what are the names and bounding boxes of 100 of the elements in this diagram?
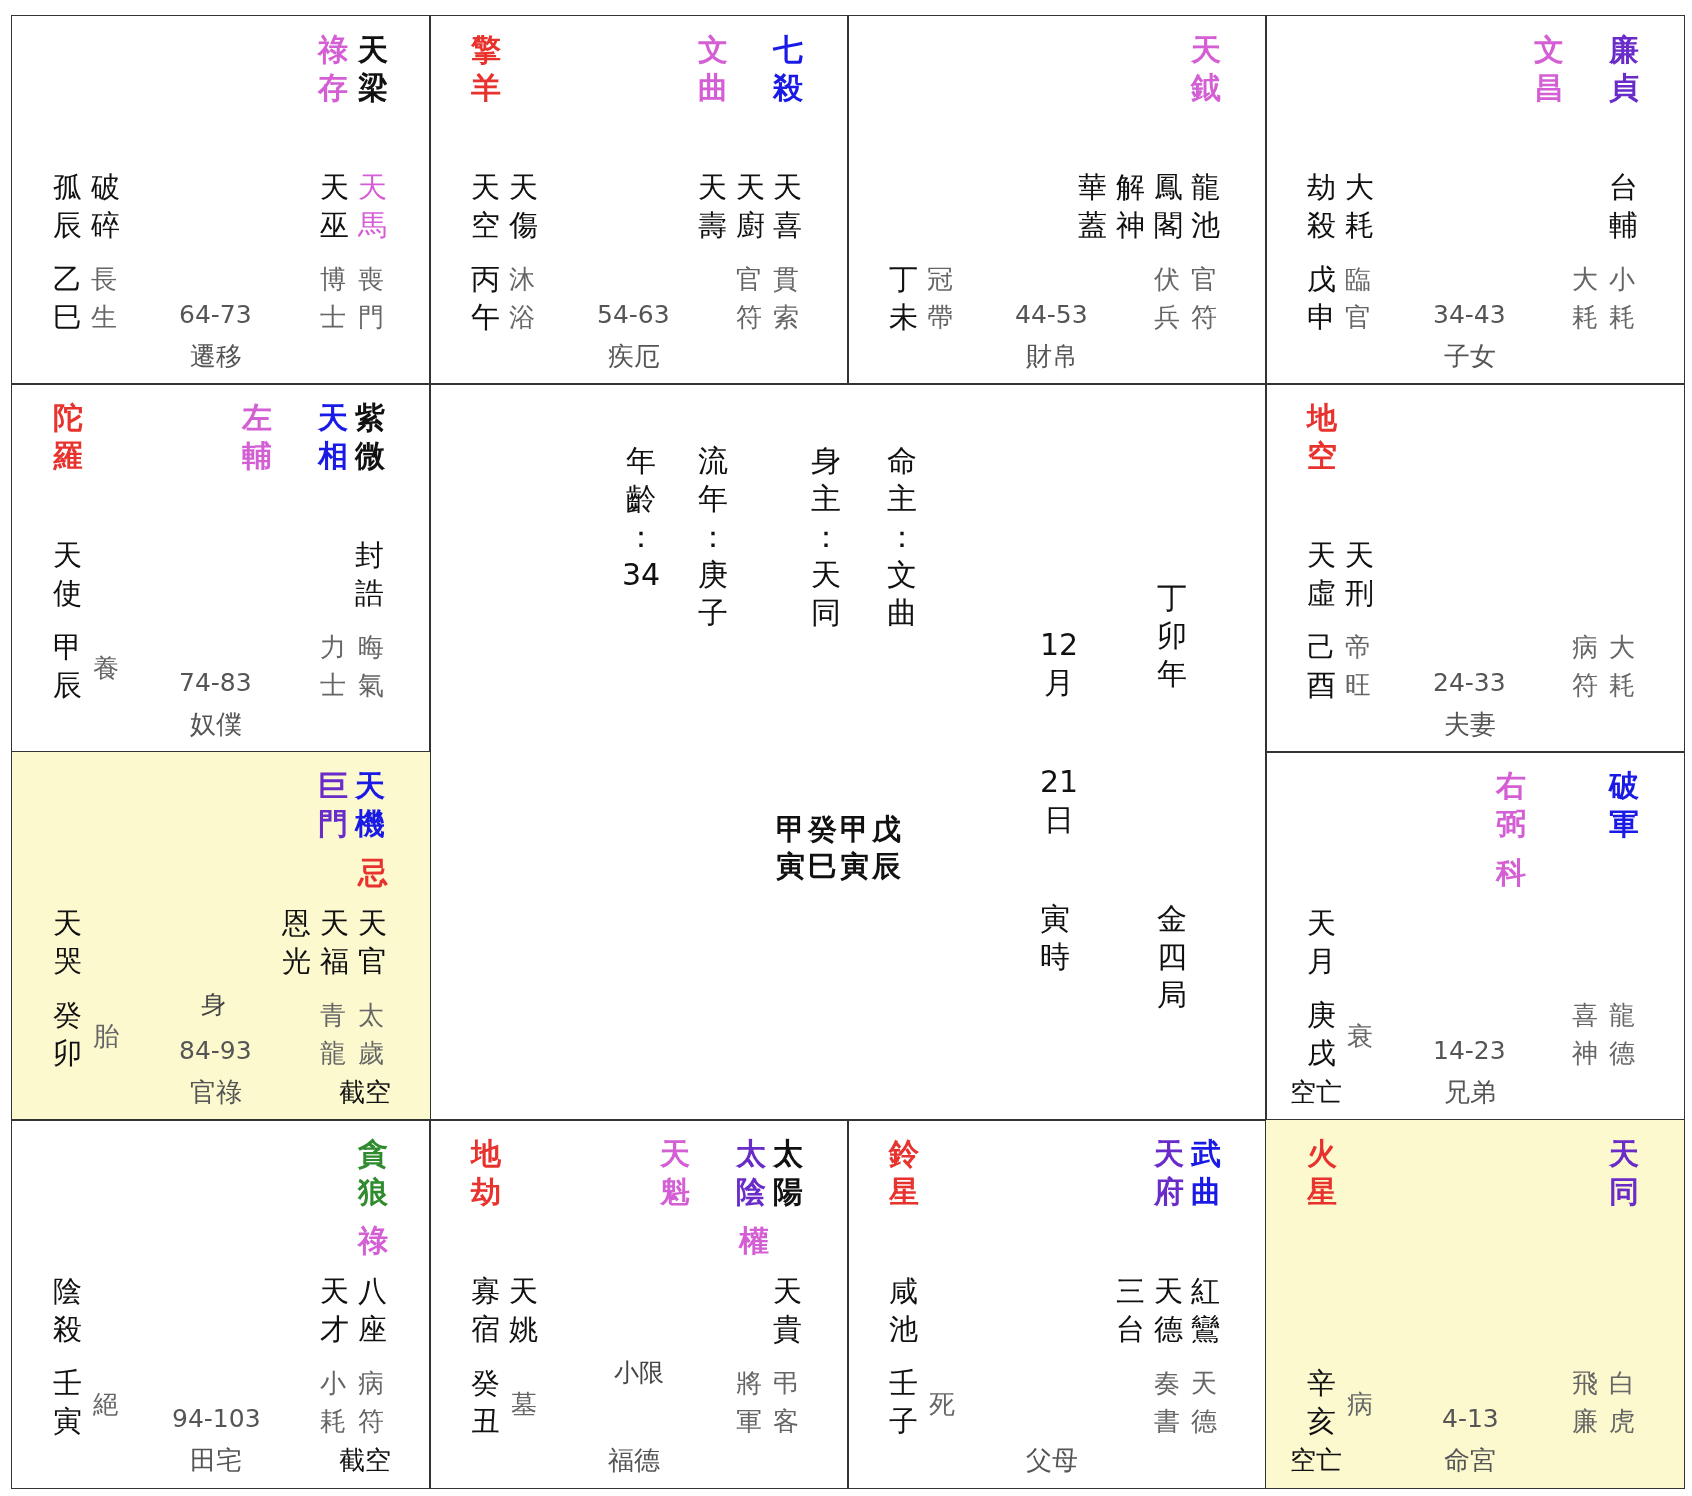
growth-stage: 臨官 bbox=[1345, 263, 1371, 334]
minor-star-name: 恩光 bbox=[282, 905, 311, 980]
palace-cell bbox=[11, 15, 431, 385]
info-text: 21日 bbox=[1040, 763, 1079, 839]
info-text: 命主：文曲 bbox=[887, 442, 917, 632]
stem-branch: 庚戌 bbox=[1307, 997, 1336, 1072]
minor-star-name: 紅鸞 bbox=[1191, 1273, 1220, 1348]
palace-cell bbox=[1265, 383, 1685, 753]
palace-name: 疾厄 bbox=[608, 343, 660, 369]
minor-star-name: 大耗 bbox=[1345, 169, 1374, 244]
minor-star-name: 咸池 bbox=[889, 1273, 918, 1348]
growth-stage: 絕 bbox=[93, 1388, 119, 1421]
main-star-name: 紫微 bbox=[355, 399, 385, 475]
palace-name: 兄弟 bbox=[1444, 1079, 1496, 1105]
minor-star-name: 天廚 bbox=[736, 169, 765, 244]
main-star-name: 陀羅 bbox=[53, 399, 83, 475]
palace-name: 子女 bbox=[1444, 343, 1496, 369]
deity-name: 晦氣 bbox=[358, 631, 384, 702]
palace-cell bbox=[429, 15, 849, 385]
deity-name: 病符 bbox=[1572, 631, 1598, 702]
main-star-name: 右弼 bbox=[1496, 767, 1526, 843]
growth-stage: 沐浴 bbox=[509, 263, 535, 334]
stem-branch: 戊申 bbox=[1307, 261, 1336, 336]
info-text: 流年：庚子 bbox=[698, 442, 728, 632]
palace-name: 夫妻 bbox=[1444, 711, 1496, 737]
minor-star-name: 天刑 bbox=[1345, 537, 1374, 612]
stem-branch: 丁未 bbox=[889, 261, 918, 336]
minor-star-name: 天使 bbox=[53, 537, 82, 612]
info-text: 丁卯年 bbox=[1157, 579, 1187, 693]
deity-name: 青龍 bbox=[320, 999, 346, 1070]
age-range: 64-73 bbox=[179, 302, 252, 327]
age-range: 54-63 bbox=[597, 302, 670, 327]
deity-name: 喜神 bbox=[1572, 999, 1598, 1070]
info-text: 寅時 bbox=[1040, 900, 1070, 976]
stem-branch: 壬子 bbox=[889, 1365, 918, 1440]
stem-branch: 乙巳 bbox=[53, 261, 82, 336]
deity-name: 博士 bbox=[320, 263, 346, 334]
transform-mark: 科 bbox=[1496, 854, 1526, 892]
main-star-name: 貪狼 bbox=[358, 1135, 388, 1211]
stem-branch: 癸卯 bbox=[53, 997, 82, 1072]
main-star-name: 天機 bbox=[355, 767, 385, 843]
marker-text: 身 bbox=[201, 992, 226, 1017]
minor-star-name: 天壽 bbox=[698, 169, 727, 244]
deity-name: 官符 bbox=[736, 263, 762, 334]
main-star-name: 天魁 bbox=[660, 1135, 690, 1211]
palace-name: 福德 bbox=[608, 1447, 660, 1473]
main-star-name: 武曲 bbox=[1191, 1135, 1221, 1211]
marker-text: 空亡 bbox=[1290, 1079, 1342, 1105]
palace-name: 命宮 bbox=[1444, 1447, 1496, 1473]
minor-star-name: 陰殺 bbox=[53, 1273, 82, 1348]
deity-name: 太歲 bbox=[358, 999, 384, 1070]
main-star-name: 太陽 bbox=[773, 1135, 803, 1211]
growth-stage: 衰 bbox=[1347, 1020, 1373, 1053]
minor-star-name: 天德 bbox=[1154, 1273, 1183, 1348]
minor-star-name: 天官 bbox=[358, 905, 387, 980]
deity-name: 小耗 bbox=[1609, 263, 1635, 334]
deity-name: 官符 bbox=[1191, 263, 1217, 334]
growth-stage: 帝旺 bbox=[1345, 631, 1371, 702]
deity-name: 大耗 bbox=[1609, 631, 1635, 702]
palace-cell bbox=[1265, 1119, 1685, 1489]
growth-stage: 病 bbox=[1347, 1388, 1373, 1421]
main-star-name: 天鉞 bbox=[1191, 31, 1221, 107]
minor-star-name: 天虛 bbox=[1307, 537, 1336, 612]
age-range: 24-33 bbox=[1433, 670, 1506, 695]
stem-branch: 丙午 bbox=[471, 261, 500, 336]
main-star-name: 鈴星 bbox=[889, 1135, 919, 1211]
marker-text: 截空 bbox=[339, 1079, 391, 1105]
minor-star-name: 天空 bbox=[471, 169, 500, 244]
stem-branch: 辛亥 bbox=[1307, 1365, 1336, 1440]
palace-cell bbox=[847, 15, 1267, 385]
minor-star-name: 劫殺 bbox=[1307, 169, 1336, 244]
main-star-name: 文昌 bbox=[1534, 31, 1564, 107]
info-text: 身主：天同 bbox=[811, 442, 841, 632]
minor-star-name: 封誥 bbox=[355, 537, 384, 612]
main-star-name: 天同 bbox=[1609, 1135, 1639, 1211]
main-star-name: 祿存 bbox=[318, 31, 348, 107]
palace-name: 父母 bbox=[1026, 1447, 1078, 1473]
main-star-name: 天府 bbox=[1154, 1135, 1184, 1211]
main-star-name: 太陰 bbox=[736, 1135, 766, 1211]
minor-star-name: 天巫 bbox=[320, 169, 349, 244]
transform-mark: 權 bbox=[739, 1222, 769, 1260]
stem-branch: 己酉 bbox=[1307, 629, 1336, 704]
main-star-name: 廉貞 bbox=[1609, 31, 1639, 107]
minor-star-name: 天馬 bbox=[358, 169, 387, 244]
minor-star-name: 寡宿 bbox=[471, 1273, 500, 1348]
deity-name: 力士 bbox=[320, 631, 346, 702]
main-star-name: 火星 bbox=[1307, 1135, 1337, 1211]
main-star-name: 天相 bbox=[318, 399, 348, 475]
deity-name: 弔客 bbox=[773, 1367, 799, 1438]
growth-stage: 死 bbox=[929, 1388, 955, 1421]
minor-star-name: 天才 bbox=[320, 1273, 349, 1348]
main-star-name: 破軍 bbox=[1609, 767, 1639, 843]
growth-stage: 胎 bbox=[93, 1020, 119, 1053]
pillars-text: 寅巳寅辰 bbox=[776, 848, 904, 885]
growth-stage: 墓 bbox=[511, 1388, 537, 1421]
main-star-name: 左輔 bbox=[242, 399, 272, 475]
minor-star-name: 天傷 bbox=[509, 169, 538, 244]
deity-name: 喪門 bbox=[358, 263, 384, 334]
info-text: 年齡：34 bbox=[622, 442, 661, 594]
minor-star-name: 天月 bbox=[1307, 905, 1336, 980]
